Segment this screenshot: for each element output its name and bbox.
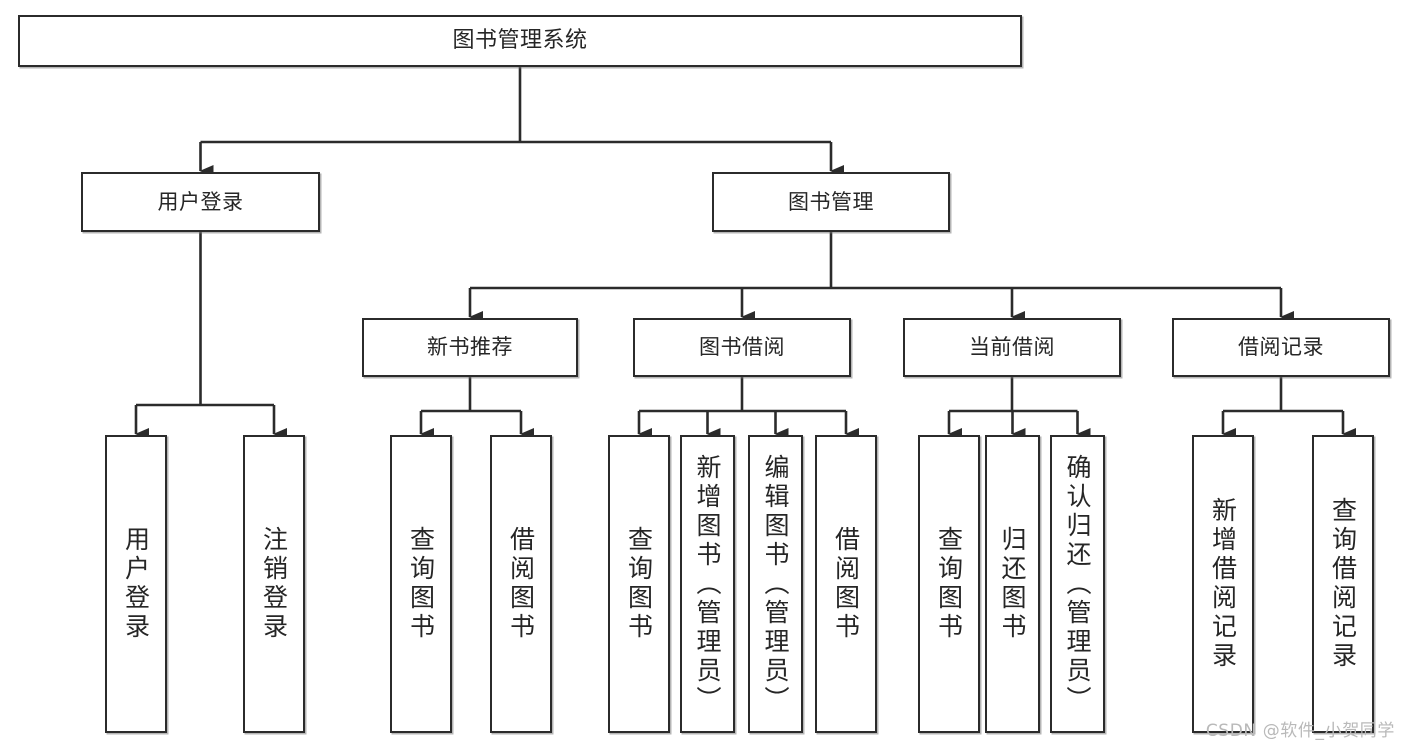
node-borrow-record[interactable]: 借阅记录 bbox=[1172, 318, 1390, 377]
node-current-borrow[interactable]: 当前借阅 bbox=[903, 318, 1121, 377]
node-label: 查询图书 bbox=[624, 526, 654, 642]
node-label: 查询图书 bbox=[934, 526, 964, 642]
node-leaf-query-book-3[interactable]: 查询图书 bbox=[918, 435, 980, 733]
node-label: 注销登录 bbox=[259, 526, 289, 642]
node-user-login[interactable]: 用户登录 bbox=[81, 172, 320, 232]
node-leaf-edit-book[interactable]: 编辑图书（管理员） bbox=[748, 435, 803, 733]
node-label: 新书推荐 bbox=[427, 335, 513, 360]
node-leaf-borrow-book-2[interactable]: 借阅图书 bbox=[815, 435, 877, 733]
node-leaf-query-record[interactable]: 查询借阅记录 bbox=[1312, 435, 1374, 733]
watermark: CSDN @软件_小贺同学 bbox=[1205, 721, 1395, 741]
node-label: 当前借阅 bbox=[969, 335, 1055, 360]
node-label: 确认归还（管理员） bbox=[1063, 453, 1092, 715]
node-label: 用户登录 bbox=[157, 189, 244, 214]
node-label: 查询借阅记录 bbox=[1328, 497, 1358, 671]
node-label: 借阅图书 bbox=[506, 526, 536, 642]
node-label: 新增图书（管理员） bbox=[693, 453, 722, 715]
node-book-manage[interactable]: 图书管理 bbox=[712, 172, 950, 232]
node-label: 编辑图书（管理员） bbox=[761, 453, 790, 715]
node-leaf-return-book[interactable]: 归还图书 bbox=[985, 435, 1040, 733]
node-leaf-add-record[interactable]: 新增借阅记录 bbox=[1192, 435, 1254, 733]
node-leaf-query-book-1[interactable]: 查询图书 bbox=[390, 435, 452, 733]
node-leaf-confirm-return[interactable]: 确认归还（管理员） bbox=[1050, 435, 1105, 733]
node-leaf-borrow-book-1[interactable]: 借阅图书 bbox=[490, 435, 552, 733]
node-leaf-user-login[interactable]: 用户登录 bbox=[105, 435, 167, 733]
node-label: 图书管理 bbox=[788, 189, 874, 214]
node-root[interactable]: 图书管理系统 bbox=[18, 15, 1022, 67]
node-leaf-logout[interactable]: 注销登录 bbox=[243, 435, 305, 733]
node-leaf-add-book[interactable]: 新增图书（管理员） bbox=[680, 435, 735, 733]
node-label: 借阅图书 bbox=[831, 526, 861, 642]
node-label: 归还图书 bbox=[998, 526, 1027, 642]
node-label: 图书借阅 bbox=[699, 335, 785, 360]
node-label: 新增借阅记录 bbox=[1208, 497, 1238, 671]
node-book-borrow[interactable]: 图书借阅 bbox=[633, 318, 851, 377]
node-leaf-query-book-2[interactable]: 查询图书 bbox=[608, 435, 670, 733]
node-label: 借阅记录 bbox=[1238, 335, 1324, 360]
node-label: 图书管理系统 bbox=[452, 28, 588, 54]
node-label: 查询图书 bbox=[406, 526, 436, 642]
node-label: 用户登录 bbox=[121, 526, 151, 642]
node-new-book-rec[interactable]: 新书推荐 bbox=[362, 318, 578, 377]
